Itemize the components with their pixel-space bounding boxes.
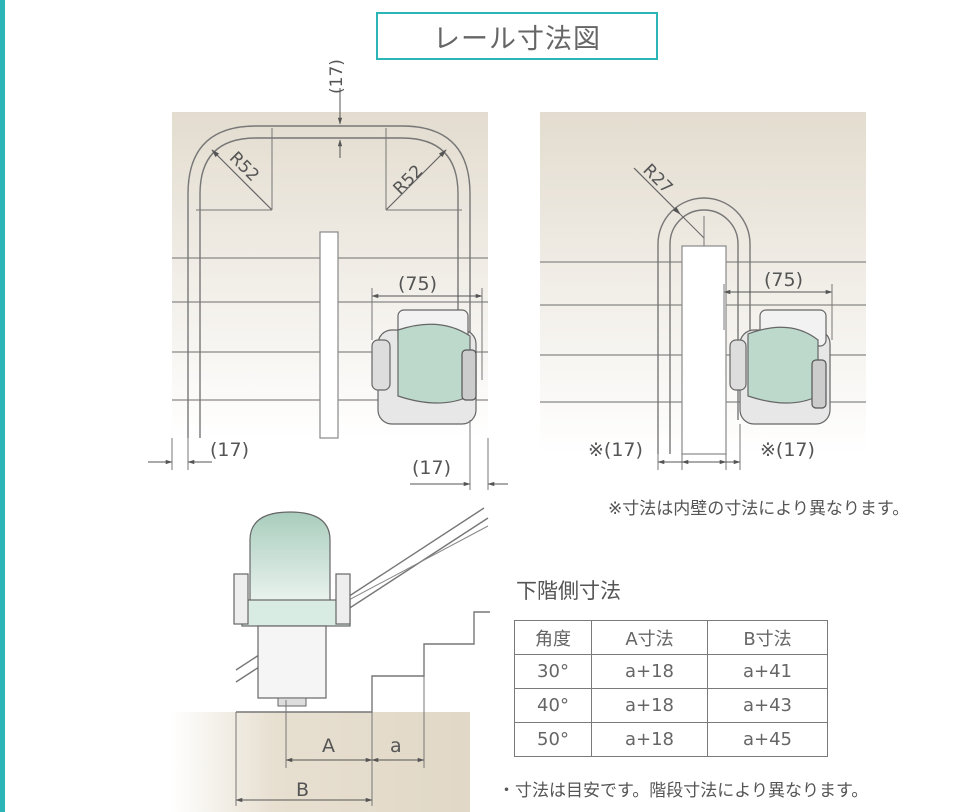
dim-label-B: B (296, 779, 309, 801)
cell-b-dimension: a+41 (707, 654, 828, 689)
cell-a-dimension: a+18 (591, 722, 708, 757)
side-elevation-view (170, 507, 490, 812)
header-b-dimension: B寸法 (707, 620, 828, 655)
rail-left (187, 125, 471, 438)
newel-post (681, 245, 727, 455)
table-row: 50° a+18 a+45 (514, 722, 828, 757)
cell-a-dimension: a+18 (591, 654, 708, 689)
right-plan-view (540, 112, 866, 470)
chair-side-view (233, 511, 351, 707)
dim-label-A: A (322, 735, 335, 757)
dim-label-a: a (390, 735, 402, 757)
cell-angle: 30° (514, 654, 592, 689)
dim-inner-left-gap: ※(17) (588, 439, 643, 461)
note-bottom: ・寸法は目安です。階段寸法により異なります。 (498, 781, 869, 801)
page-title: レール寸法図 (376, 12, 658, 60)
note-inner-wall: ※寸法は内壁の寸法により異なります。 (608, 499, 910, 519)
stair-steps (236, 611, 490, 713)
dimension-table: 角度 A寸法 B寸法 30° a+18 a+41 40° a+18 a+43 5… (514, 620, 828, 757)
chair-top-view-left (371, 309, 477, 425)
dim-left-gap: (17) (210, 439, 249, 461)
cell-angle: 40° (514, 688, 592, 723)
cell-b-dimension: a+45 (707, 722, 828, 757)
cell-a-dimension: a+18 (591, 688, 708, 723)
ground-section (170, 712, 470, 812)
header-a-dimension: A寸法 (591, 620, 708, 655)
header-angle: 角度 (514, 620, 592, 655)
cell-b-dimension: a+43 (707, 688, 828, 723)
dim-chair-width-right: (75) (764, 269, 803, 291)
chair-top-view-right (729, 309, 831, 425)
rail-right (657, 197, 751, 454)
dim-right-gap: (17) (412, 457, 451, 479)
dim-top-gap: (17) (327, 59, 347, 94)
table-row: 30° a+18 a+41 (514, 654, 828, 689)
center-post (319, 231, 339, 439)
table-row: 40° a+18 a+43 (514, 688, 828, 723)
dim-chair-width-left: (75) (398, 273, 437, 295)
table-header-row: 角度 A寸法 B寸法 (514, 620, 828, 655)
left-plan-view (148, 88, 508, 490)
dim-inner-right-gap: ※(17) (760, 439, 815, 461)
table-heading: 下階側寸法 (516, 579, 621, 603)
accent-bar (0, 0, 5, 812)
cell-angle: 50° (514, 722, 592, 757)
